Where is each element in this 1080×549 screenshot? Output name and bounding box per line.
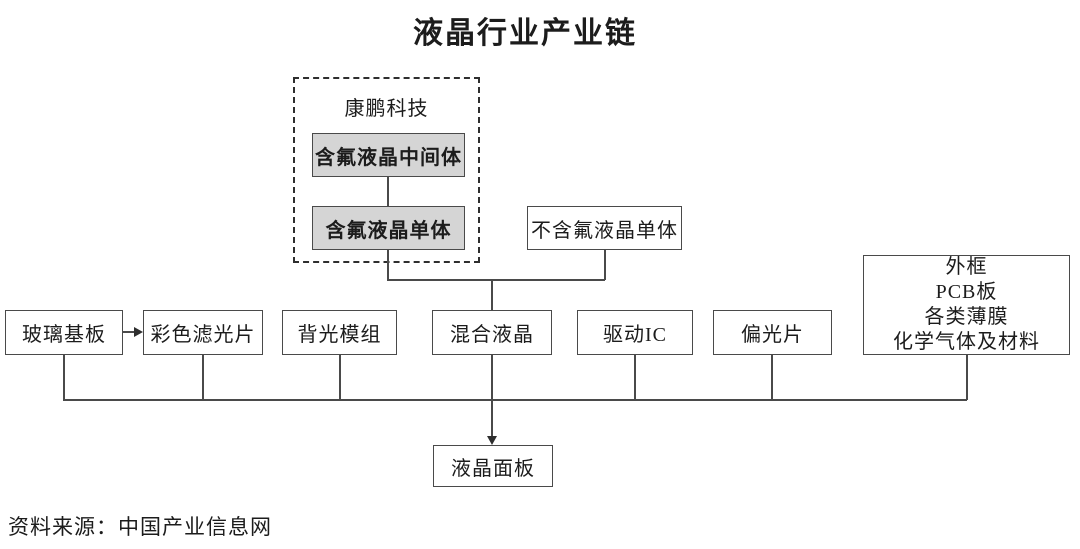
node-fluorine-monomer: 含氟液晶单体 [312, 206, 465, 250]
materials-line: PCB板 [935, 281, 998, 303]
node-non-fluorine-monomer: 不含氟液晶单体 [527, 206, 682, 250]
kangpeng-group-label: 康鹏科技 [344, 98, 429, 120]
node-glass-substrate: 玻璃基板 [5, 310, 123, 355]
materials-line: 外框 [945, 256, 988, 278]
diagram-title: 液晶行业产业链 [413, 17, 637, 50]
connector-glass-to-filter [123, 331, 136, 333]
drop-other-materials [966, 355, 968, 400]
bus-line [63, 399, 967, 401]
node-color-filter: 彩色滤光片 [143, 310, 263, 355]
node-backlight-module: 背光模组 [282, 310, 397, 355]
drop-driver-ic [634, 355, 636, 400]
drop-polarizer [771, 355, 773, 400]
connector-nonfluorine-down [604, 250, 606, 280]
materials-line: 各类薄膜 [924, 306, 1009, 328]
node-driver-ic: 驱动IC [577, 310, 693, 355]
connector-junction-to-mixed [491, 280, 493, 311]
drop-backlight-module [339, 355, 341, 400]
node-polarizer: 偏光片 [713, 310, 832, 355]
node-mixed-liquid-crystal: 混合液晶 [432, 310, 552, 355]
drop-color-filter [202, 355, 204, 400]
arrow-down-icon [486, 436, 497, 445]
connector-intermediate-to-monomer [387, 177, 389, 206]
node-lcd-panel: 液晶面板 [433, 445, 553, 487]
arrow-right-icon [134, 326, 143, 337]
node-fluorine-intermediate: 含氟液晶中间体 [312, 133, 465, 177]
connector-monomer-down [387, 250, 389, 280]
node-other-materials: 外框 PCB板 各类薄膜 化学气体及材料 [863, 255, 1070, 355]
kangpeng-group-box [293, 77, 480, 263]
materials-line: 化学气体及材料 [893, 331, 1040, 353]
drop-mixed-to-panel [491, 355, 493, 437]
connector-monomer-junction [387, 279, 605, 281]
drop-glass-substrate [63, 355, 65, 400]
source-note: 资料来源：中国产业信息网 [8, 515, 272, 539]
